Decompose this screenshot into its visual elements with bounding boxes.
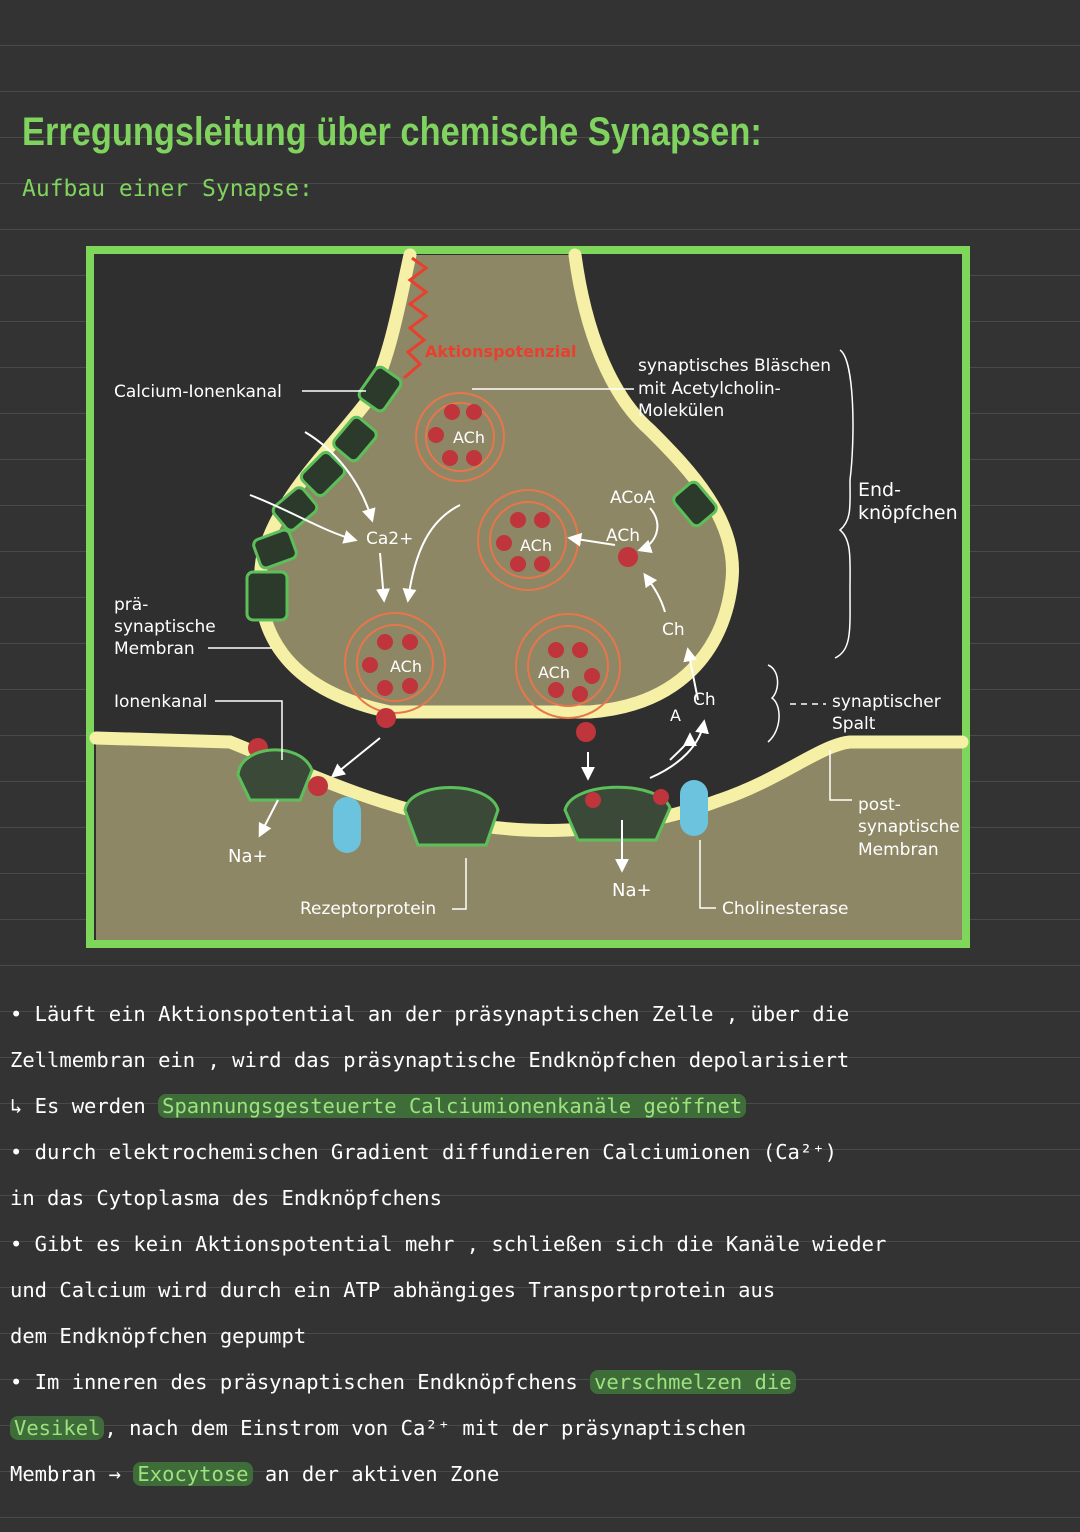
vesicle: ACh bbox=[344, 612, 446, 714]
presynaptic-label-line2: synaptische bbox=[114, 617, 216, 637]
note-line: • durch elektrochemischen Gradient diffu… bbox=[10, 1140, 837, 1164]
highlight: Vesikel bbox=[10, 1416, 105, 1440]
note-line: in das Cytoplasma des Endknöpfchens bbox=[10, 1186, 442, 1210]
cholinesterase-enzyme bbox=[333, 797, 361, 853]
note-line: • Läuft ein Aktionspotential an der präs… bbox=[10, 1002, 850, 1026]
action-potential-label: Aktionspotenzial bbox=[425, 342, 576, 361]
highlight: verschmelzen die bbox=[590, 1370, 796, 1394]
note-line: dem Endknöpfchen gepumpt bbox=[10, 1324, 307, 1348]
ach-label: ACh bbox=[520, 536, 552, 555]
calcium-channel bbox=[299, 450, 347, 498]
calcium-channel bbox=[357, 365, 403, 413]
bouton-label-line1: End- bbox=[858, 479, 901, 501]
note-line: ↳ Es werden Spannungsgesteuerte Calciumi… bbox=[10, 1087, 1075, 1133]
ion-channel-label: Ionenkanal bbox=[114, 692, 207, 712]
presynaptic-membrane bbox=[253, 248, 739, 719]
receptor-protein-label: Rezeptorprotein bbox=[300, 899, 436, 919]
receptor-proteins bbox=[236, 748, 672, 847]
presynaptic-label-line1: prä- bbox=[114, 595, 148, 615]
vesicle: ACh bbox=[477, 489, 579, 591]
notes-section: • Läuft ein Aktionspotential an der präs… bbox=[10, 995, 1075, 1501]
calcium-channels bbox=[245, 365, 718, 622]
vesicle-label-line3: Molekülen bbox=[638, 401, 724, 421]
note-line: Vesikel, nach dem Einstrom von Ca²⁺ mit … bbox=[10, 1409, 1075, 1455]
vesicle: ACh bbox=[415, 392, 505, 482]
synapse-diagram: Aktionspotenzial ACh ACh bbox=[86, 246, 970, 948]
ion-channel-receptor bbox=[236, 748, 314, 802]
action-potential-zigzag bbox=[403, 256, 429, 380]
page-subtitle: Aufbau einer Synapse: bbox=[22, 176, 313, 202]
highlight: Exocytose bbox=[133, 1462, 253, 1486]
postsynaptic-label-line3: Membran bbox=[858, 840, 939, 860]
vesicle-label-line2: mit Acetylcholin- bbox=[638, 379, 781, 399]
vesicle-label-line1: synaptisches Bläschen bbox=[638, 356, 831, 376]
ch-label: Ch bbox=[662, 620, 685, 640]
highlight: Spannungsgesteuerte Calciumionenkanäle g… bbox=[158, 1094, 747, 1118]
na-label-right: Na+ bbox=[612, 880, 652, 901]
a-label: A bbox=[670, 706, 681, 725]
cleft-label-line1: synaptischer bbox=[832, 692, 941, 712]
calcium-channel bbox=[245, 570, 289, 622]
ach-label: ACh bbox=[453, 428, 485, 447]
calcium-channel bbox=[252, 528, 298, 570]
calcium-channel-label: Calcium-Ionenkanal bbox=[114, 382, 282, 402]
note-line: • Im inneren des präsynaptischen Endknöp… bbox=[10, 1363, 1075, 1409]
ach-label: ACh bbox=[538, 663, 570, 682]
page-title: Erregungsleitung über chemische Synapsen… bbox=[22, 110, 762, 154]
leader-lines bbox=[208, 349, 854, 910]
cholinesterase-enzyme bbox=[680, 780, 708, 836]
presynaptic-label-line3: Membran bbox=[114, 639, 195, 659]
transmitter-molecules bbox=[248, 547, 638, 796]
acoa-label: ACoA bbox=[610, 488, 656, 508]
postsynaptic-label-line2: synaptische bbox=[858, 817, 960, 837]
ach-free-label: ACh bbox=[606, 526, 640, 546]
cleft-label-line2: Spalt bbox=[832, 714, 876, 734]
calcium-channel bbox=[672, 480, 718, 528]
bouton-label-line2: knöpfchen bbox=[858, 502, 958, 524]
na-label-left: Na+ bbox=[228, 846, 268, 867]
ach-label: ACh bbox=[390, 657, 422, 676]
note-line: Zellmembran ein , wird das präsynaptisch… bbox=[10, 1048, 850, 1072]
vesicle: ACh bbox=[515, 613, 621, 719]
note-line: • Gibt es kein Aktionspotential mehr , s… bbox=[10, 1232, 887, 1256]
cholinesterase-label: Cholinesterase bbox=[722, 899, 848, 919]
note-line: Membran → Exocytose an der aktiven Zone bbox=[10, 1462, 500, 1486]
ch-label-cleft: Ch bbox=[693, 690, 716, 710]
postsynaptic-label-line1: post- bbox=[858, 795, 901, 815]
calcium-channel bbox=[332, 415, 378, 463]
flow-arrows bbox=[249, 431, 709, 873]
bound-molecules bbox=[585, 789, 669, 808]
receptor-protein bbox=[403, 786, 500, 847]
vesicles: ACh ACh ACh ACh bbox=[344, 392, 621, 719]
ca-label: Ca2+ bbox=[366, 529, 413, 549]
note-line: und Calcium wird durch ein ATP abhängige… bbox=[10, 1278, 776, 1302]
